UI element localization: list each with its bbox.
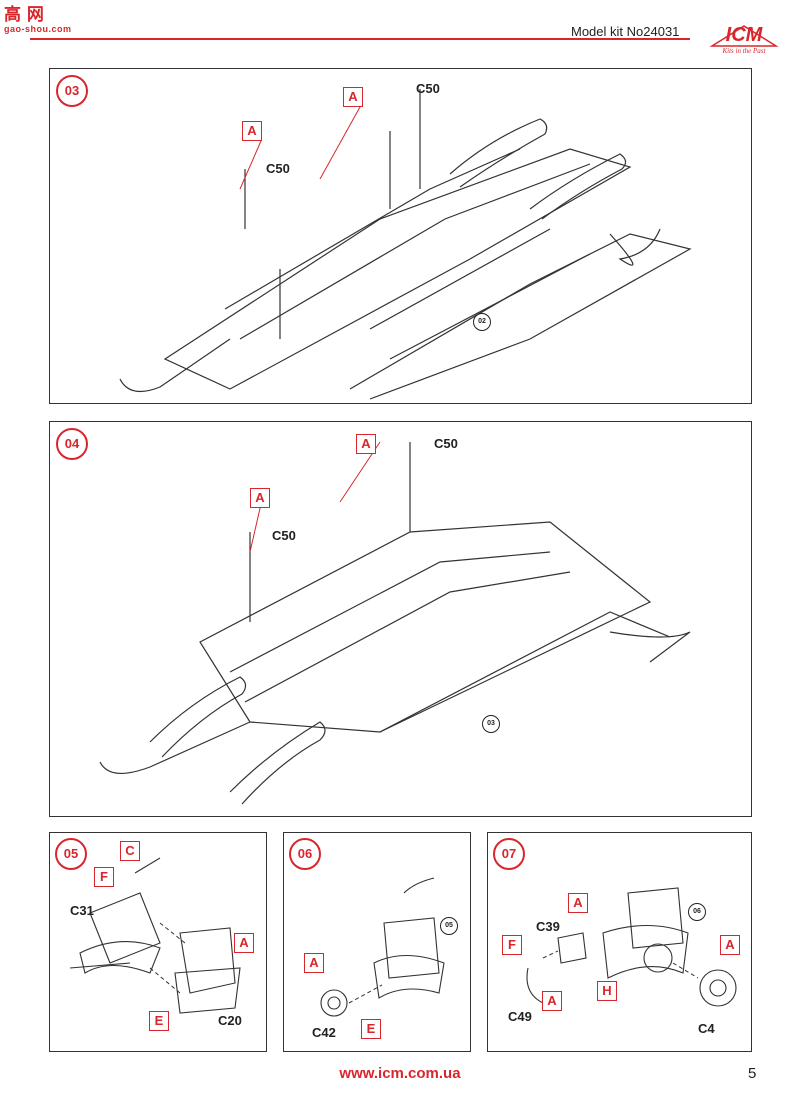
step-03-panel: 03 A A C50 C50 02: [49, 68, 752, 404]
step-06-panel: 06 05 A E C42: [283, 832, 471, 1052]
part-label-c50: C50: [266, 161, 290, 176]
logo-tagline: Kits in the Past: [722, 47, 766, 55]
part-label-c50: C50: [434, 436, 458, 451]
part-label-c4: C4: [698, 1021, 715, 1036]
part-tag-a: A: [542, 991, 562, 1011]
part-tag-e: E: [149, 1011, 169, 1031]
step-number-badge: 04: [56, 428, 88, 460]
part-label-c20: C20: [218, 1013, 242, 1028]
part-tag-a: A: [234, 933, 254, 953]
step-05-panel: 05 C F A E C31 C20: [49, 832, 267, 1052]
part-tag-a: A: [304, 953, 324, 973]
part-label-c49: C49: [508, 1009, 532, 1024]
assembly-drawing-step-06: [320, 877, 445, 1017]
website-link[interactable]: www.icm.com.ua: [339, 1065, 461, 1082]
part-tag-a: A: [568, 893, 588, 913]
part-label-c39: C39: [536, 919, 560, 934]
step-number-badge: 05: [55, 838, 87, 870]
part-tag-a: A: [343, 87, 363, 107]
kit-title: Model kit No24031: [571, 24, 680, 39]
chassis-drawing-step-04: [99, 441, 691, 805]
reference-step-badge: 03: [482, 715, 500, 733]
icm-logo-icon: [709, 25, 779, 47]
step-04-panel: 04 A A C50 C50 03: [49, 421, 752, 817]
part-tag-c: C: [120, 841, 140, 861]
part-tag-h: H: [597, 981, 617, 1001]
reference-step-badge: 06: [688, 903, 706, 921]
part-label-c42: C42: [312, 1025, 336, 1040]
assembly-drawing-step-05: [69, 857, 241, 1014]
header-rule: [30, 38, 690, 40]
part-label-c50: C50: [416, 81, 440, 96]
logo-text: ICM: [725, 24, 763, 46]
reference-step-badge: 05: [440, 917, 458, 935]
part-tag-a: A: [242, 121, 262, 141]
part-tag-a: A: [356, 434, 376, 454]
step-number-badge: 07: [493, 838, 525, 870]
chassis-drawing-step-03: [119, 89, 692, 400]
part-tag-e: E: [361, 1019, 381, 1039]
step-number-badge: 03: [56, 75, 88, 107]
step-number-badge: 06: [289, 838, 321, 870]
part-tag-a: A: [720, 935, 740, 955]
part-tag-f: F: [94, 867, 114, 887]
part-label-c50: C50: [272, 528, 296, 543]
watermark-title: 高 网: [4, 5, 44, 25]
part-label-c31: C31: [70, 903, 94, 918]
part-tag-a: A: [250, 488, 270, 508]
watermark-subtitle: gao-shou.com: [4, 24, 72, 34]
page-number: 5: [748, 1065, 757, 1082]
reference-step-badge: 02: [473, 313, 491, 331]
step-07-panel: 07 A C39 06 F A H A C49 C4: [487, 832, 752, 1052]
part-tag-f: F: [502, 935, 522, 955]
assembly-drawing-step-07: [526, 887, 737, 1007]
